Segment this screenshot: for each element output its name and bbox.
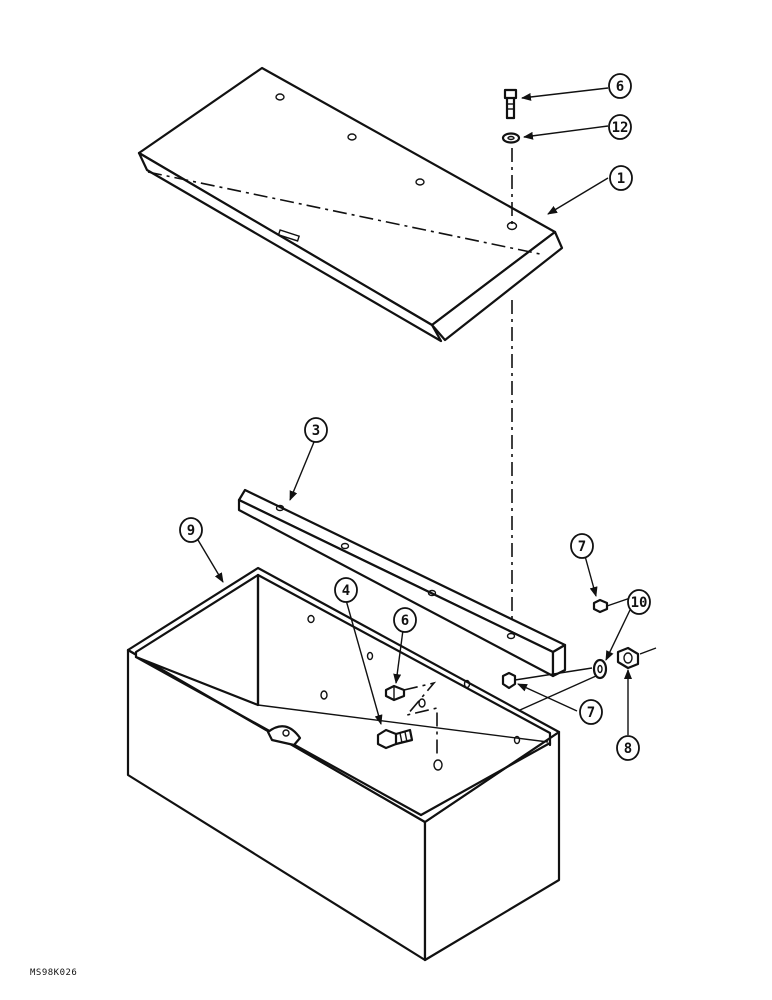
callout-circle — [627, 589, 651, 615]
nut-under-bracket — [501, 671, 517, 690]
callout-label: 12 — [612, 120, 629, 136]
callout-circle — [608, 114, 632, 140]
callout-c10: 10 — [627, 589, 651, 615]
callout-label: 10 — [631, 595, 648, 611]
callout-c7a: 7 — [570, 533, 594, 559]
callout-c8: 8 — [616, 735, 640, 761]
callout-label: 3 — [312, 423, 320, 439]
callout-c6b: 6 — [393, 607, 417, 633]
washer-right — [592, 658, 608, 680]
callout-circle — [608, 73, 632, 99]
bolt-top — [503, 88, 518, 120]
nut-on-bracket — [592, 598, 609, 614]
nut-right — [616, 646, 640, 670]
callout-circle — [179, 517, 203, 543]
axis-line-4 — [519, 675, 597, 711]
bolt-large — [376, 728, 414, 750]
callout-label: 9 — [187, 523, 195, 539]
callout-circle — [334, 577, 358, 603]
callout-c7b: 7 — [579, 699, 603, 725]
callout-c12: 12 — [608, 114, 632, 140]
axis-line-3 — [514, 667, 593, 681]
callout-circle — [579, 699, 603, 725]
callout-label: 6 — [616, 79, 624, 95]
washer-top — [501, 132, 521, 144]
callout-c3: 3 — [304, 417, 328, 443]
callout-circle — [304, 417, 328, 443]
callout-label: 6 — [401, 613, 409, 629]
callout-label: 4 — [342, 583, 350, 599]
callout-label: 1 — [617, 171, 625, 187]
callout-balloons: 6 12 1 3 9 7 10 4 6 7 8 — [179, 73, 651, 761]
axis-line-2 — [639, 647, 657, 655]
callout-circle — [616, 735, 640, 761]
angle-bracket — [237, 488, 567, 678]
battery-box — [126, 566, 561, 962]
callout-circle — [393, 607, 417, 633]
bolt-small — [384, 684, 406, 702]
callout-circle — [570, 533, 594, 559]
callout-label: 7 — [578, 539, 586, 555]
callout-label: 8 — [624, 741, 632, 757]
callout-c4: 4 — [334, 577, 358, 603]
figure-id: MS98K026 — [30, 968, 78, 978]
callout-c6a: 6 — [608, 73, 632, 99]
callout-c1: 1 — [609, 165, 633, 191]
callout-c9: 9 — [179, 517, 203, 543]
callout-label: 7 — [587, 705, 595, 721]
lid-cover — [137, 66, 564, 343]
leader-lines — [197, 87, 632, 735]
callout-circle — [609, 165, 633, 191]
